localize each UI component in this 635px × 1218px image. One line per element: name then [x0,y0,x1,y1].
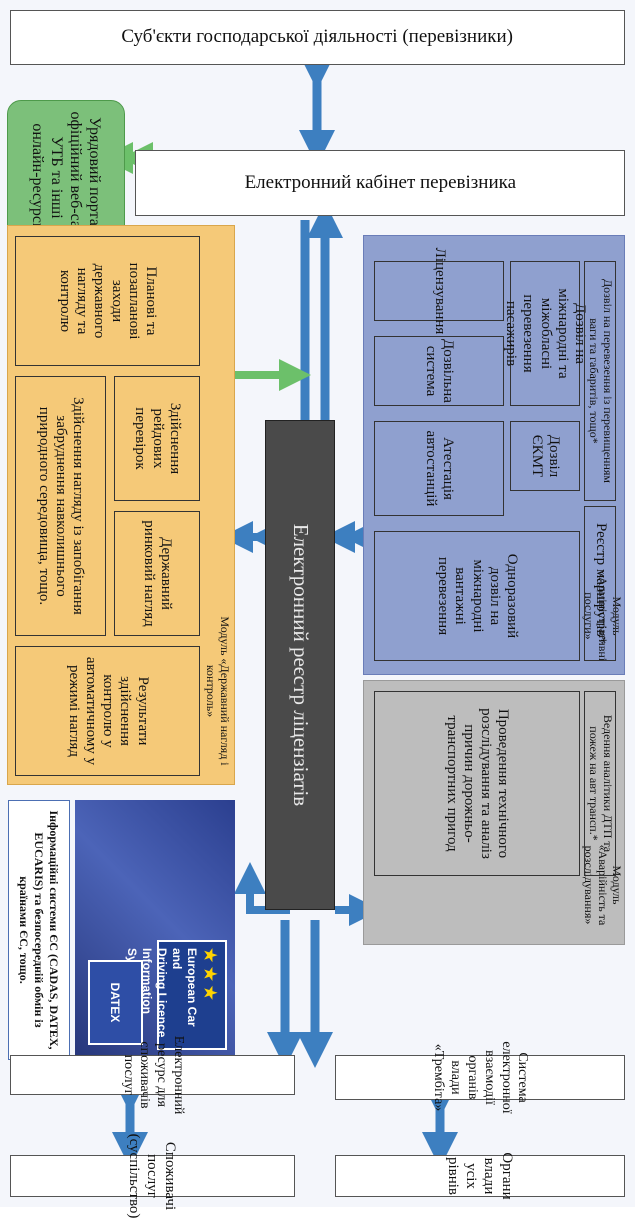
trembita-label: Система електронної взаємодії органів вл… [431,1041,531,1114]
single-permit-box: Одноразовий дозвіл на міжнародні вантажн… [374,531,580,661]
authorities-label: Органи влади усіх рівнів [445,1152,515,1200]
licensee-registry-box: Електронний реєстр ліцензіатів [265,420,335,910]
intl-passenger-permit-box: Дозвіл на міжнародні та міжобласні перев… [503,261,588,406]
eucaris-tile: ★ ★ ★ European Car and Driving Licence I… [125,940,227,1050]
investigation-label: Проведення технічного розслідування та а… [443,708,512,859]
investigation-box: Проведення технічного розслідування та а… [374,691,580,876]
trembita-box: Система електронної взаємодії органів вл… [335,1041,625,1114]
licensing-label: Ліцензування [431,247,448,335]
cabinet-label: Електронний кабінет перевізника [244,171,516,193]
arrow-registry-eu [234,862,290,914]
eucaris-line1: European Car and [170,948,199,1027]
environment-label: Здійснення нагляду із запобігання забруд… [35,397,87,615]
eu-systems-image: ★ ★ ★ European Car and Driving Licence I… [75,800,235,1060]
routes-registry-box: Реєстр маршрутів* [584,506,616,661]
resource-label: Електронний ресурс для споживачів послуг [120,1035,187,1115]
attestation-label: Атестація автостанцій [423,430,457,507]
attestation-box: Атестація автостанцій [374,421,504,516]
permit-system-box: Дозвільна система [374,336,504,406]
consumers-label: Споживачі послуг (суспільство) [126,1133,179,1218]
consumers-box: Споживачі послуг (суспільство) [10,1134,295,1218]
eu-note-label: Інформаційні системи ЄС (CADAS, DATEX, E… [17,810,62,1050]
state-supervision-module: Модуль «Державний нагляд і контроль» Пла… [7,225,235,785]
accident-module: Модуль «Аварійність та розслідування» Пр… [363,680,625,945]
licensing-box: Ліцензування [374,248,504,334]
cabinet-box: Електронний кабінет перевізника [135,150,625,216]
eucaris-star-icon: ★ ★ ★ [201,948,218,1000]
planned-measures-box: Планові та позапланові заходи державного… [15,236,200,366]
cemt-label: Дозвіл ЄКМТ [529,434,563,478]
permit-system-label: Дозвільна система [423,339,457,403]
overweight-label: Дозвіл на перевезення із перевищенням ва… [587,279,615,483]
admin-module: Модуль «Адміністративні послуги» Ліцензу… [363,235,625,675]
datex-label: DATEX [108,982,123,1023]
overweight-permit-box: Дозвіл на перевезення із перевищенням ва… [584,261,616,501]
eucaris-line2: Driving Licence [155,948,169,1038]
authorities-box: Органи влади усіх рівнів [335,1152,625,1200]
environment-supervision-box: Здійснення нагляду із запобігання забруд… [15,376,106,636]
single-permit-label: Одноразовий дозвіл на міжнародні вантажн… [435,553,521,639]
datex-tile: DATEX [88,960,143,1045]
resource-box: Електронний ресурс для споживачів послуг [10,1036,295,1114]
accident-analytics-box: Ведення аналітики ДТП та пожеж на авт тр… [584,691,616,876]
eu-systems-note: Інформаційні системи ЄС (CADAS, DATEX, E… [8,800,70,1060]
analytics-label: Ведення аналітики ДТП та пожеж на авт тр… [587,714,615,853]
registry-label: Електронний реєстр ліцензіатів [288,523,313,807]
subjects-box: Суб'єкти господарської діяльності (перев… [10,10,625,65]
raid-checks-box: Здійснення рейдових перевірок [114,376,200,501]
automatic-control-box: Результати здійснення контролю у автомат… [15,646,200,776]
raid-label: Здійснення рейдових перевірок [132,402,183,475]
state-module-title: Модуль «Державний нагляд і контроль» [204,616,232,766]
intl-passenger-label: Дозвіл на міжнародні та міжобласні перев… [503,288,589,379]
automatic-label: Результати здійснення контролю у автомат… [65,656,151,766]
cemt-permit-box: Дозвіл ЄКМТ [510,421,580,491]
market-supervision-box: Державний ринковий нагляд [114,511,200,636]
routes-label: Реєстр маршрутів* [592,522,609,645]
market-label: Державний ринковий нагляд [141,520,175,627]
planned-label: Планові та позапланові заходи державного… [57,262,160,340]
subjects-label: Суб'єкти господарської діяльності (перев… [121,26,514,48]
